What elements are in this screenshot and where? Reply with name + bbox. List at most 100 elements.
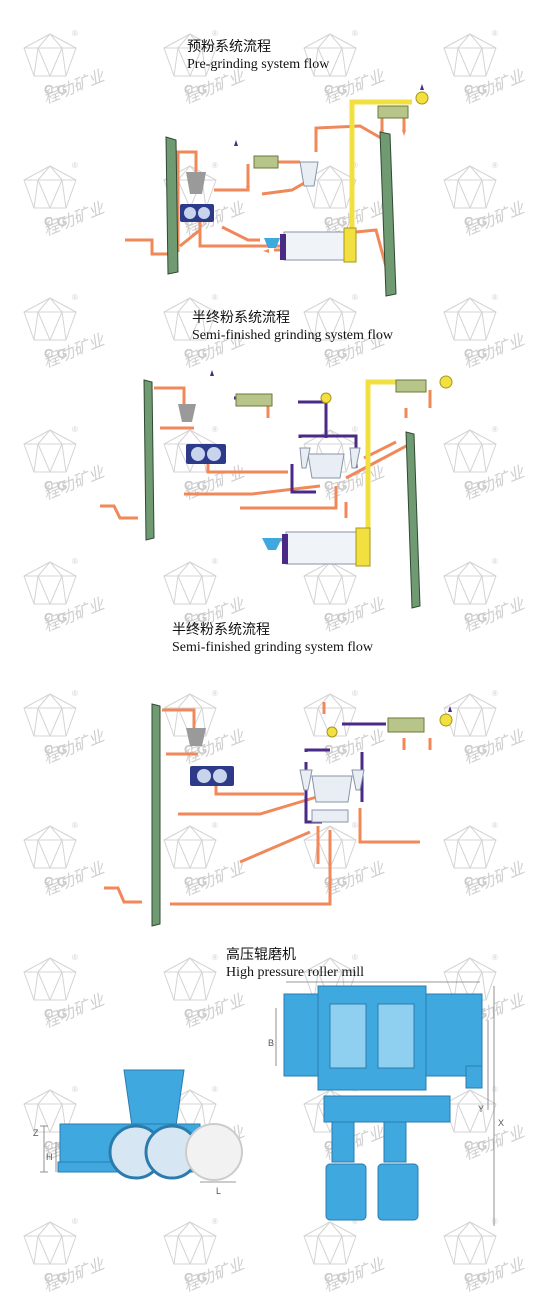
bucket-elevator-right: [405, 431, 421, 609]
watermark-letters: C G: [184, 874, 207, 889]
bucket-elevator-left: [165, 136, 179, 275]
roller-mill-top-view: B Y X: [268, 981, 504, 1226]
watermark-reg-mark: ®: [352, 689, 358, 698]
watermark-reg-mark: ®: [72, 29, 78, 38]
watermark-reg-mark: ®: [72, 1217, 78, 1226]
watermark-text: 程功矿业: [41, 330, 109, 371]
watermark-letters: C G: [464, 1270, 487, 1285]
section-4-title-en: High pressure roller mill: [226, 965, 365, 980]
watermark-letters: C G: [324, 742, 347, 757]
roller-top-left: [329, 1003, 367, 1069]
watermark-reg-mark: ®: [492, 689, 498, 698]
watermark-reg-mark: ®: [212, 953, 218, 962]
watermark-reg-mark: ®: [72, 557, 78, 566]
watermark-reg-mark: ®: [352, 29, 358, 38]
watermark-reg-mark: ®: [212, 1085, 218, 1094]
watermark-letters: C G: [44, 214, 67, 229]
roller-mill-side-view: Z H L: [33, 1069, 243, 1196]
watermark-reg-mark: ®: [492, 953, 498, 962]
roller-drive-disc: [185, 1123, 243, 1181]
bucket-elevator: [151, 703, 161, 927]
ball-mill: [285, 531, 359, 565]
watermark-letters: C G: [464, 82, 487, 97]
conveyor-feed: [264, 238, 280, 248]
exhaust-arrow-icon: [448, 706, 452, 712]
conveyor-feed: [262, 538, 282, 550]
watermark-reg-mark: ®: [212, 557, 218, 566]
watermark-reg-mark: ®: [72, 821, 78, 830]
watermark-reg-mark: ®: [492, 425, 498, 434]
watermark-reg-mark: ®: [492, 293, 498, 302]
section-3-title-en: Semi-finished grinding system flow: [172, 640, 374, 655]
motor-right: [377, 1163, 419, 1221]
air-duct-yellow: [349, 99, 412, 230]
bucket-elevator-left: [143, 379, 155, 541]
watermark-letters: C G: [464, 610, 487, 625]
watermark-letters: C G: [464, 742, 487, 757]
feed-hopper: [186, 728, 206, 746]
dim-label-z: Z: [33, 1128, 39, 1138]
air-flow-lines: [304, 722, 386, 824]
material-flow-lines: [104, 702, 432, 906]
fan-icon: [415, 84, 429, 105]
section-1-title-en: Pre-grinding system flow: [187, 57, 330, 72]
v-separator: [311, 775, 353, 803]
watermark-reg-mark: ®: [352, 425, 358, 434]
section-2-title-en: Semi-finished grinding system flow: [192, 328, 394, 343]
feed-hopper: [186, 172, 206, 194]
watermark-reg-mark: ®: [352, 821, 358, 830]
watermark-reg-mark: ®: [72, 161, 78, 170]
watermark-letters: C G: [324, 478, 347, 493]
watermark-reg-mark: ®: [212, 29, 218, 38]
v-separator: [307, 453, 345, 479]
section-4-caption: 高压辊磨机 High pressure roller mill: [226, 946, 364, 982]
dust-collector-2: [377, 105, 409, 119]
watermark-reg-mark: ®: [212, 293, 218, 302]
dust-collector: [387, 717, 425, 733]
watermark-reg-mark: ®: [492, 1217, 498, 1226]
watermark-reg-mark: ®: [492, 29, 498, 38]
dim-label-h: H: [46, 1152, 53, 1162]
dimension-lines: [275, 981, 495, 1226]
watermark-reg-mark: ®: [352, 953, 358, 962]
watermark-letters: C G: [324, 214, 347, 229]
watermark-letters: C G: [464, 1138, 487, 1153]
watermark-letters: C G: [44, 478, 67, 493]
watermark-letters: C G: [184, 1006, 207, 1021]
watermark-letters: C G: [464, 874, 487, 889]
section-3-caption: 半终粉系统流程 Semi-finished grinding system fl…: [172, 621, 373, 657]
watermark-reg-mark: ®: [492, 557, 498, 566]
watermark-letters: C G: [44, 874, 67, 889]
watermark-letters: C G: [324, 610, 347, 625]
watermark-letters: C G: [44, 1006, 67, 1021]
material-flow-lines: [100, 386, 432, 542]
watermark-letters: C G: [44, 82, 67, 97]
watermark-letters: C G: [184, 82, 207, 97]
classifier: [311, 809, 349, 823]
watermark-reg-mark: ®: [72, 953, 78, 962]
watermark-reg-mark: ®: [352, 161, 358, 170]
dim-label-y: Y: [478, 1104, 484, 1114]
roller-press-unit: [190, 766, 234, 786]
watermark-letters: C G: [324, 1270, 347, 1285]
semi-finished-diagram-1: [100, 370, 453, 609]
watermark-letters: C G: [464, 214, 487, 229]
dust-collector-2: [395, 379, 427, 393]
roller-mill-drawing: Z H L B Y X: [33, 981, 504, 1226]
watermark-letters: C G: [184, 346, 207, 361]
watermark-letters: C G: [324, 82, 347, 97]
bucket-elevator-right: [379, 131, 397, 297]
section-1-title-zh: 预粉系统流程: [187, 39, 271, 55]
watermark-letters: C G: [44, 346, 67, 361]
watermark-reg-mark: ®: [72, 1085, 78, 1094]
watermark-letters: C G: [324, 346, 347, 361]
watermark-reg-mark: ®: [212, 689, 218, 698]
watermark-letters: C G: [184, 610, 207, 625]
watermark-reg-mark: ®: [72, 425, 78, 434]
motor-left: [325, 1163, 367, 1221]
fan-icon: [320, 392, 332, 404]
section-2-title-zh: 半终粉系统流程: [192, 310, 290, 326]
